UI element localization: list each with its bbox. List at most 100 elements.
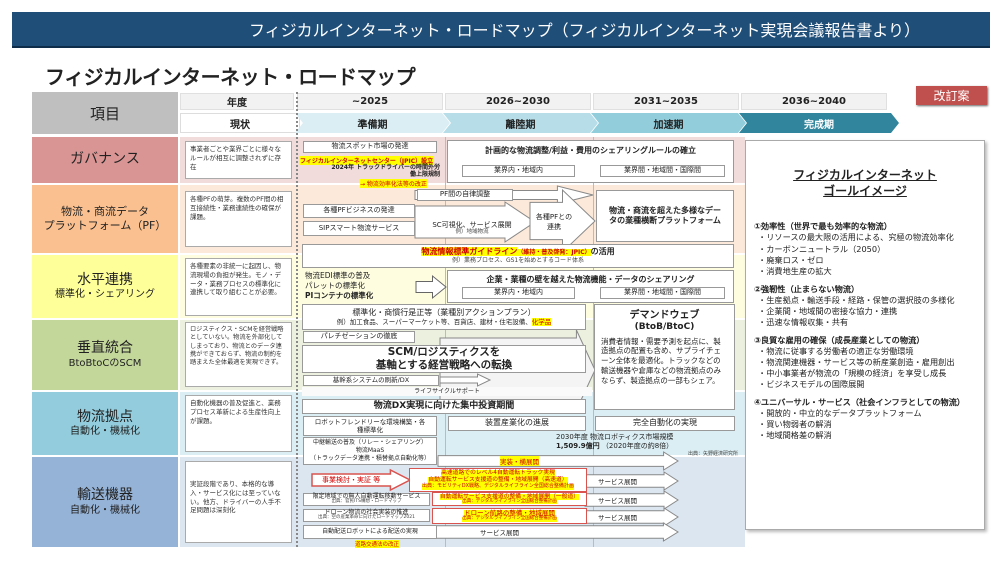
phase-accel: 加速期: [591, 113, 746, 133]
goal-bullet: ・地域間格差の解消: [758, 430, 832, 441]
arrow-icon: [530, 190, 595, 252]
truck-line-2: 自動運転サービス支援道の整備・地域展開（高速道）: [428, 477, 568, 484]
road-law-note: 道路交通法の改正: [355, 540, 400, 548]
year-header: 年度: [180, 93, 294, 110]
drone-label: ドローン物流の社会実装の推進: [324, 509, 409, 517]
year-col-3: 2031~2035: [593, 93, 739, 110]
guideline-note: （維持・普及啓発：JPIC）: [517, 248, 591, 256]
current-vertical: ロジスティクス・SCMを経営戦略としていない。物流を外部化してしまっており、物流…: [185, 322, 292, 387]
phase-complete: 完成期: [739, 113, 899, 133]
category-label: ガバナンス: [70, 151, 140, 168]
market-source: 出典：矢野経済研究所: [687, 450, 738, 457]
action-plan-box: 標準化・商慣行是正等（業種別アクションプラン） 例）加工食品、スーパーマーケット…: [302, 304, 586, 330]
goal-title: フィジカルインターネットゴールイメージ: [754, 167, 976, 199]
arrow-icon: [415, 202, 535, 242]
general-road-label: 自動運転サービス支援道の整備・地域展開（一般道）: [439, 493, 580, 500]
category-sub: 自動化・機械化: [70, 504, 140, 516]
guideline-use: の活用: [590, 246, 615, 256]
guideline-example: 例）業務プロセス、GS1を始めとするコード体系: [451, 257, 585, 265]
goal-bullet: ・廃棄ロス・ゼロ: [758, 254, 824, 265]
drone-route-source: 出典：デジタルライフライン全国総合整備計画: [462, 516, 557, 523]
action-plan-label: 標準化・商慣行是正等（業種別アクションプラン）: [352, 307, 536, 317]
chem-highlight: 化学品: [531, 317, 552, 326]
demand-web-body: 消費者情報・需要予測を起点に、製造拠点の配置も含め、サプライチェーン全体を最適化…: [601, 336, 721, 385]
pf-business-box: 各種PFビジネスの発達: [303, 204, 415, 218]
jpic-note: フィジカルインターネットセンター（JPIC）設立: [300, 156, 434, 165]
goal-bullet-text: 迅速な情報収集・共有: [766, 316, 849, 327]
title-bar: フィジカルインターネット・ロードマップ（フィジカルインターネット実現会議報告書よ…: [12, 12, 990, 48]
goal-bullet: ・生産拠点・輸送手段・経路・保管の選択肢の多様化: [758, 294, 955, 305]
market-compare: （2020年度の約8倍）: [601, 441, 674, 450]
truck-box: 高速道路でのレベル4自動運転トラック実現自動運転サービス支援道の整備・地域展開（…: [409, 468, 587, 492]
scm-strategy-box: SCM/ロジスティクスを基軸とする経営戦略への転換: [302, 345, 586, 373]
current-governance: 事業者ごとや業界ごとに様々なルールが相互に調整されずに存在: [185, 141, 292, 179]
regulation-note: 2024年 トラックドライバーの時間外労働上限規制: [331, 164, 440, 179]
sc-example: 例）地域物流: [455, 229, 489, 236]
category-label: 輸送機器: [77, 487, 133, 503]
goal-bullet-text: 開放的・中立的なデータプラットフォーム: [766, 408, 922, 419]
robot-delivery-box: 自動配送ロボットによる配送の実現: [303, 525, 437, 539]
goal-section-heading: ①効率性（世界で最も効率的な物流）: [754, 221, 892, 232]
category-label: 物流拠点: [77, 408, 133, 425]
category-hub: 物流拠点自動化・機械化: [32, 392, 178, 455]
phase-prep: 準備期: [295, 113, 450, 133]
current-transport: 実証段階であり、本格的な導入・サービス化には至っていない。他方、ドライバーの人手…: [185, 461, 292, 543]
category-sub: 自動化・機械化: [70, 426, 140, 437]
category-pf: 物流・商流データプラットフォーム（PF）: [32, 185, 178, 253]
pf-link-label: 各種PFとの連携: [535, 213, 573, 231]
limited-label: 限定地域での無人自動運転移動サービス: [312, 493, 421, 501]
guideline-name: 物流情報標準ガイドライン: [421, 246, 518, 256]
goal-bullet-text: ビジネスモデルの国際展開: [766, 379, 865, 390]
deploy-label: 実装・横展開: [500, 456, 539, 466]
revision-button[interactable]: 改訂案: [916, 86, 987, 105]
dx-box: 基幹系システムの刷新/DX: [303, 375, 439, 386]
goal-bullet-text: 地域間格差の解消: [766, 430, 832, 441]
goal-title-2: ゴールイメージ: [823, 184, 907, 199]
goal-bullet-text: 企業間・地域間の密接な協力・連携: [766, 305, 898, 316]
full-auto-box: 完全自動化の実現: [595, 416, 735, 431]
current-horizontal: 各種要素の非統一に起因し、物流現場の負担が発生。モノ・データ・業務プロセスの標準…: [185, 258, 292, 316]
drone-route-box: ドローン航路の整備・地域展開出典：デジタルライフライン全国総合整備計画: [432, 508, 587, 524]
goal-section-heading: ③良質な雇用の確保（成長産業としての物流）: [754, 334, 925, 345]
page-title: フィジカルインターネット・ロードマップ: [45, 65, 416, 89]
pf-goal-box: 物流・商流を超えた多様なデータの業種横断プラットフォーム: [596, 190, 734, 242]
goal-bullet: ・迅速な情報収集・共有: [758, 316, 849, 327]
goal-bullet: ・ビジネスモデルの国際展開: [758, 379, 865, 390]
goal-bullet-text: 物流関連機器・サービス等の新産業創造・雇用創出: [766, 357, 955, 368]
year-col-1: ~2025: [297, 93, 443, 110]
arrow-icon: [585, 491, 678, 509]
arrow-icon: [438, 452, 678, 470]
demand-web-sub: (BtoB/BtoC): [634, 322, 695, 332]
relay-box: 中継輸送の普及（リレー・シェアリング）物流MaaS（トラックデータ連携・積替拠点…: [303, 437, 437, 465]
pf-autonomous-box: PF間の自律調整: [417, 189, 513, 201]
investment-box: 物流DX実現に向けた集中投資期間: [302, 399, 586, 414]
divider: [593, 137, 594, 547]
goal-bullet-text: 生産拠点・輸送手段・経路・保管の選択肢の多様化: [766, 294, 955, 305]
arrow-icon: [416, 276, 446, 298]
goal-bullet-text: 中小事業者が物流の「規模の経済」を享受し成長: [766, 368, 947, 379]
goal-bullet-text: 物流に従事する労働者の適正な労働環境: [766, 346, 914, 356]
general-road-box: 自動運転サービス支援道の整備・地域展開（一般道）出典：デジタルライフライン全国総…: [432, 492, 587, 506]
service-label: サービス展開: [598, 497, 637, 505]
guideline-box: 物流情報標準ガイドライン（維持・普及啓発：JPIC）の活用 例）業務プロセス、G…: [302, 244, 734, 268]
goal-bullet-text: 消費地生産の拡大: [766, 265, 832, 276]
goal-bullet: ・リソースの最大限の活用による、究極の物流効率化: [758, 232, 954, 243]
palletization-box: パレチゼーションの徹底: [303, 331, 415, 343]
arrow-icon: [435, 523, 678, 541]
goal-bullet: ・企業間・地域間の密接な協力・連携: [758, 305, 898, 316]
goal-bullet: ・中小事業者が物流の「規模の経済」を享受し成長: [758, 368, 947, 379]
phase-takeoff: 離陸期: [443, 113, 598, 133]
title-text: フィジカルインターネット・ロードマップ（フィジカルインターネット実現会議報告書よ…: [248, 21, 920, 40]
truck-line-1: 高速道路でのレベル4自動運転トラック実現: [441, 470, 555, 478]
sharing-rule-label: 計画的な物流調整/利益・費用のシェアリングルールの確立: [485, 146, 696, 155]
limited-source: 出典：官民ITS構想・ロードマップ: [331, 499, 402, 505]
spot-market-box: 物流スポット市場の発達: [303, 141, 437, 153]
robot-friendly-box: ロボットフレンドリーな環境構築・各種標準化: [303, 416, 437, 436]
divider: [296, 92, 298, 547]
law-note: → 物流効率化法等の改正: [360, 179, 427, 188]
item-header: 項目: [32, 92, 178, 134]
category-label: 物流・商流データ: [61, 205, 149, 219]
goal-bullet-text: 廃棄ロス・ゼロ: [766, 254, 824, 265]
goal-bullet-text: カーボンニュートラル（2050）: [766, 243, 886, 254]
